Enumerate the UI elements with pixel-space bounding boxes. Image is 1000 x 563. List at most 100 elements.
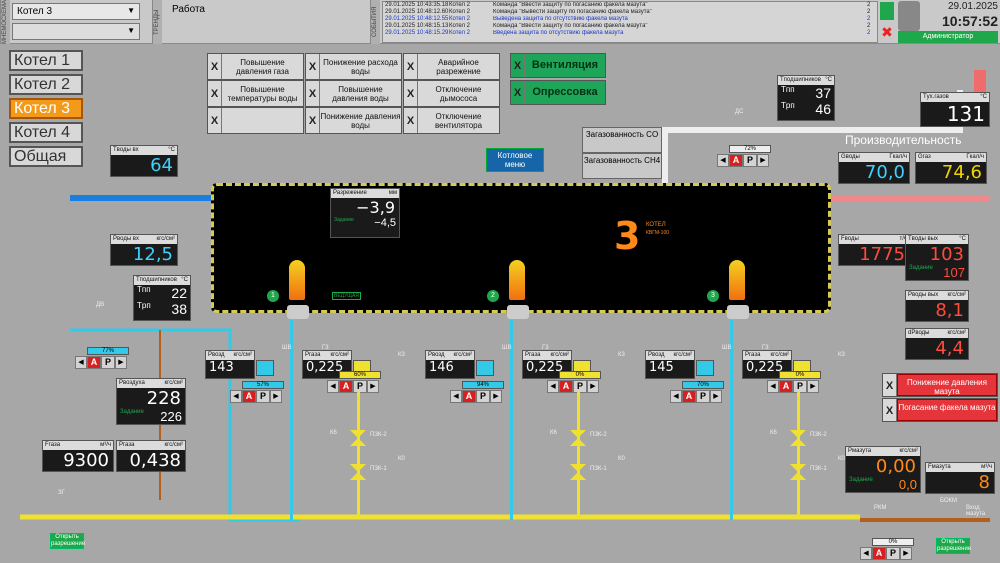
boiler-nav-4[interactable]: Котел 4 <box>9 122 83 143</box>
fan-dv-manual[interactable]: P <box>101 356 115 369</box>
burner-3-gas-auto[interactable]: A <box>779 380 793 393</box>
burner-2-air-auto[interactable]: A <box>462 390 476 403</box>
burner-2-air-manual[interactable]: P <box>476 390 490 403</box>
smoke-exhauster-bar: 72% <box>729 145 771 153</box>
alarm-fuel-pressure[interactable]: X Понижение давления мазута <box>882 373 998 397</box>
p-air-value: 228 <box>146 388 181 409</box>
burner-3-gas-right-arrow[interactable]: ▶ <box>807 380 819 393</box>
burner-3-air-pipe <box>730 320 733 520</box>
protection-label: Повышение давления газа <box>236 57 289 76</box>
p-gas-2-label: Pгаза <box>525 352 541 358</box>
rkm-manual[interactable]: P <box>886 547 900 560</box>
protection-2-0[interactable]: X <box>207 107 304 134</box>
burner-2-number: 2 <box>487 290 499 302</box>
rkm-left-arrow[interactable]: ◀ <box>860 547 872 560</box>
event-message: Выведена защита по отсутствию факела маз… <box>493 16 628 22</box>
fan-dv-left-arrow[interactable]: ◀ <box>75 356 87 369</box>
leading-badge: ВЕДУЩАЯ <box>332 292 361 300</box>
boiler-menu-button[interactable]: Котловое меню <box>486 148 544 172</box>
burner-1-gas-auto[interactable]: A <box>339 380 353 393</box>
smoke-exhauster-auto[interactable]: A <box>729 154 743 167</box>
boiler-nav-5[interactable]: Общая <box>9 146 83 167</box>
rkm-auto[interactable]: A <box>872 547 886 560</box>
tpp-right-tpp: 37 <box>815 85 831 101</box>
burner-3-gas-manual[interactable]: P <box>793 380 807 393</box>
p-fuel-set-label: Задание <box>849 477 873 483</box>
burner-2-gas-manual[interactable]: P <box>573 380 587 393</box>
burner-1-pzk1-label: ПЗК-1 <box>370 466 387 472</box>
pressure-test-button[interactable]: X Опрессовка <box>510 80 606 105</box>
burner-1-gas-manual[interactable]: P <box>353 380 367 393</box>
burner-1-gas-right-arrow[interactable]: ▶ <box>367 380 379 393</box>
sound-on-icon[interactable] <box>880 2 894 20</box>
burner-3-air-manual[interactable]: P <box>696 390 710 403</box>
smoke-exhauster-right-arrow[interactable]: ▶ <box>757 154 769 167</box>
burner-3-pzk1-label: ПЗК-1 <box>810 466 827 472</box>
open-permission-gas[interactable]: Открыть разрешение <box>50 533 86 549</box>
burner-2-air-damper[interactable] <box>476 360 494 376</box>
p-air-set-label: Задание <box>120 409 144 415</box>
boiler-nav-1[interactable]: Котел 1 <box>9 50 83 71</box>
vacuum-unit: мм <box>388 190 397 196</box>
user-role[interactable]: Администратор <box>898 31 998 43</box>
burner-3-air-auto[interactable]: A <box>682 390 696 403</box>
fan-dv-auto[interactable]: A <box>87 356 101 369</box>
alarm-fuel-flame[interactable]: X Погасание факела мазута <box>882 398 998 422</box>
burner-3-gas-bar: 0% <box>779 371 821 379</box>
burner-2-gas-auto[interactable]: A <box>559 380 573 393</box>
burner-1-air-damper[interactable] <box>256 360 274 376</box>
burner-2-gas-left-arrow[interactable]: ◀ <box>547 380 559 393</box>
boiler-select[interactable]: Котел 3 ▼ <box>12 3 140 20</box>
p-fuel-value: 0,00 <box>875 456 916 477</box>
burner-2-gas-right-arrow[interactable]: ▶ <box>587 380 599 393</box>
boiler-nav-3[interactable]: Котел 3 <box>9 98 83 119</box>
burner-2-air-right-arrow[interactable]: ▶ <box>490 390 502 403</box>
ack-cross-icon[interactable]: ✖ <box>881 24 893 40</box>
burner-1-air-left-arrow[interactable]: ◀ <box>230 390 242 403</box>
fan-dv-right-arrow[interactable]: ▶ <box>115 356 127 369</box>
burner-2-air-left-arrow[interactable]: ◀ <box>450 390 462 403</box>
panel-title: Tводы вых°C <box>906 235 968 244</box>
burner-1-gas-left-arrow[interactable]: ◀ <box>327 380 339 393</box>
burner-3-gas-left-arrow[interactable]: ◀ <box>767 380 779 393</box>
burner-1-air-manual[interactable]: P <box>256 390 270 403</box>
smoke-exhauster-manual[interactable]: P <box>743 154 757 167</box>
burner-3-air-damper[interactable] <box>696 360 714 376</box>
ventilation-button[interactable]: X Вентиляция <box>510 53 606 78</box>
boiler-nav-2[interactable]: Котел 2 <box>9 74 83 95</box>
open-permission-fuel[interactable]: Открыть разрешение <box>936 538 972 554</box>
sub-select[interactable]: ▼ <box>12 23 140 40</box>
burner-1-air-auto[interactable]: A <box>242 390 256 403</box>
rkm-right-arrow[interactable]: ▶ <box>900 547 912 560</box>
burner-3-air-right-arrow[interactable]: ▶ <box>710 390 722 403</box>
burner-3-air-left-arrow[interactable]: ◀ <box>670 390 682 403</box>
smoke-exhauster-left-arrow[interactable]: ◀ <box>717 154 729 167</box>
burner-1-air-right-arrow[interactable]: ▶ <box>270 390 282 403</box>
